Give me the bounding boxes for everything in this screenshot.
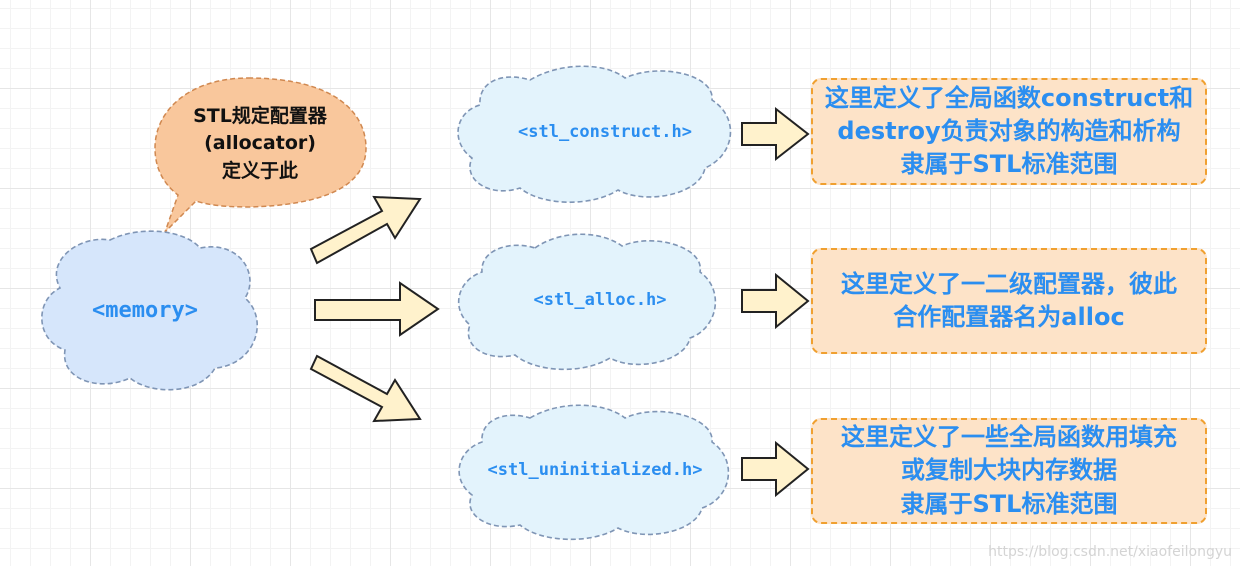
bubble-line-2: (allocator) [204,132,316,155]
alloc-label: <stl_alloc.h> [533,290,667,310]
uninitialized-cloud [458,404,730,541]
bubble-line-3: 定义于此 [221,159,298,182]
arrow-alloc-to-box [741,272,810,330]
uninitialized-line-3: 隶属于STL标准范围 [900,489,1118,518]
memory-cloud [41,230,258,391]
uninitialized-label: <stl_uninitialized.h> [487,460,703,480]
arrow-to-alloc [314,281,440,337]
speech-bubble [154,77,367,233]
arrow-uninitialized-to-box [741,440,810,498]
arrow-construct-to-box [741,106,810,162]
alloc-cloud [458,233,717,371]
uninitialized-description-box: 这里定义了一些全局函数用填充 或复制大块内存数据 隶属于STL标准范围 [811,418,1207,524]
construct-line-3: 隶属于STL标准范围 [900,150,1118,179]
construct-description-box: 这里定义了全局函数construct和 destroy负责对象的构造和析构 隶属… [811,78,1207,185]
construct-label: <stl_construct.h> [518,122,692,142]
construct-cloud [457,65,732,203]
alloc-line-1: 这里定义了一二级配置器，彼此 [841,269,1177,298]
bubble-text: STL规定配置器 (allocator) 定义于此 [160,86,360,202]
construct-line-1: 这里定义了全局函数construct和 [824,83,1194,112]
arrow-to-uninitialized [309,354,422,423]
construct-line-2: destroy负责对象的构造和析构 [837,116,1181,145]
uninitialized-line-2: 或复制大块内存数据 [901,456,1117,485]
alloc-line-2: 合作配置器名为alloc [893,303,1125,331]
bubble-line-1: STL规定配置器 [193,104,327,127]
memory-label: <memory> [92,297,198,323]
alloc-description-box: 这里定义了一二级配置器，彼此 合作配置器名为alloc [811,248,1207,354]
uninitialized-line-1: 这里定义了一些全局函数用填充 [841,423,1177,452]
watermark: https://blog.csdn.net/xiaofeilongyu [988,544,1232,560]
arrow-to-construct [309,195,422,265]
